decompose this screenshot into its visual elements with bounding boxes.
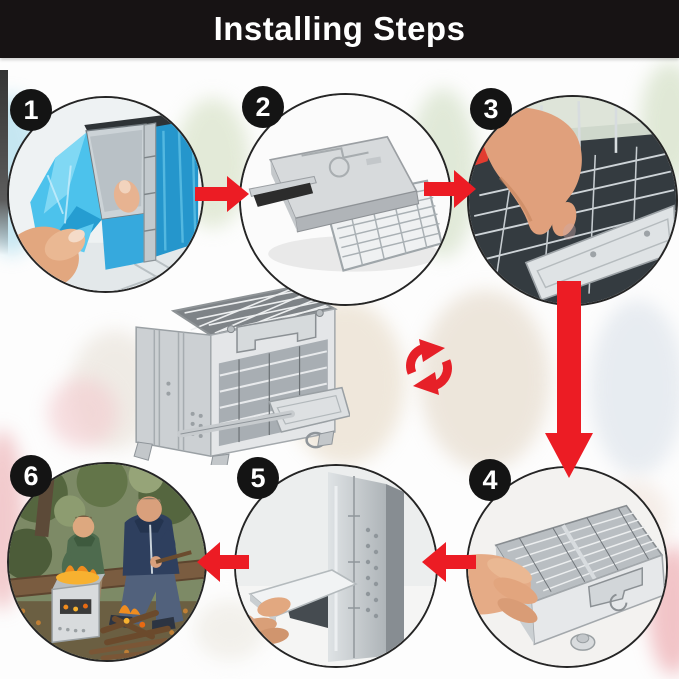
step-photo-6: 6 bbox=[7, 455, 207, 662]
arrow-step1-to-step2 bbox=[195, 176, 249, 212]
step-photo-3: 3 bbox=[467, 88, 678, 306]
rotate-arrows-icon bbox=[406, 339, 452, 395]
arrow-step3-to-step4 bbox=[545, 281, 593, 478]
step-number-badge: 6 bbox=[10, 455, 52, 497]
assembled-stove-photo bbox=[133, 285, 350, 465]
step-photo-2: 2 bbox=[239, 86, 452, 306]
arrow-step2-to-step3 bbox=[424, 170, 476, 208]
header-bar: Installing Steps bbox=[0, 0, 679, 58]
step-number-badge: 1 bbox=[10, 89, 52, 131]
arrow-step4-to-step5 bbox=[422, 542, 476, 582]
insert-base-plate-photo bbox=[234, 464, 438, 668]
background-blur-person bbox=[590, 300, 679, 475]
step-photo-1: 1 bbox=[7, 89, 204, 293]
step-number-badge: 3 bbox=[470, 88, 512, 130]
step-photo-4: 4 bbox=[466, 459, 668, 668]
step-photo-5: 5 bbox=[234, 457, 438, 668]
arrow-step5-to-step6 bbox=[197, 542, 249, 582]
step-number-badge: 2 bbox=[242, 86, 284, 128]
step-number-badge: 5 bbox=[237, 457, 279, 499]
step-number-badge: 4 bbox=[469, 459, 511, 501]
page-title: Installing Steps bbox=[213, 10, 466, 47]
background-blur-pink bbox=[48, 378, 118, 448]
